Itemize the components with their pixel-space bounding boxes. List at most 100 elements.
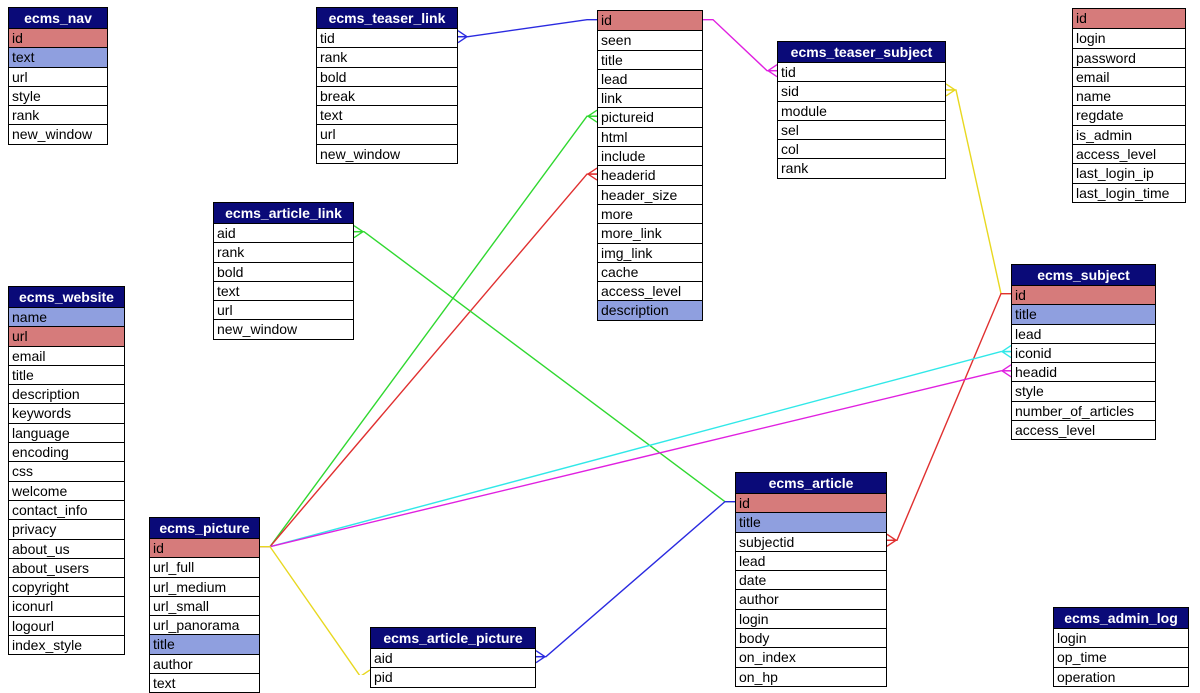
field-row[interactable]: body [736, 628, 886, 647]
field-row[interactable]: aid [371, 648, 535, 667]
field-row[interactable]: last_login_ip [1073, 163, 1185, 182]
field-row[interactable]: lead [736, 550, 886, 570]
field-row[interactable]: id [736, 493, 886, 513]
field-row[interactable]: url_medium [150, 576, 259, 596]
field-row[interactable]: text [214, 280, 353, 300]
field-row[interactable]: link [598, 88, 702, 107]
field-row[interactable]: index_style [9, 635, 124, 654]
field-row[interactable]: title [736, 512, 886, 532]
field-row[interactable]: pictureid [598, 107, 702, 126]
field-row[interactable]: operation [1054, 666, 1188, 686]
field-row[interactable]: author [150, 653, 259, 673]
field-row[interactable]: name [1073, 86, 1185, 105]
field-row[interactable]: sel [778, 119, 945, 139]
field-row[interactable]: more_link [598, 223, 702, 242]
field-row[interactable]: bold [317, 66, 457, 86]
field-row[interactable]: html [598, 126, 702, 146]
field-row[interactable]: url [9, 66, 107, 86]
field-row[interactable]: login [1054, 628, 1188, 647]
field-row[interactable]: url [317, 124, 457, 143]
field-row[interactable]: email [1073, 66, 1185, 86]
field-row[interactable]: privacy [9, 519, 124, 538]
field-row[interactable]: on_hp [736, 666, 886, 686]
field-row[interactable]: tid [778, 62, 945, 81]
field-row[interactable]: number_of_articles [1012, 400, 1155, 420]
field-row[interactable]: text [9, 47, 107, 67]
field-row[interactable]: img_link [598, 242, 702, 262]
field-row[interactable]: password [1073, 47, 1185, 67]
field-row[interactable]: text [317, 105, 457, 124]
field-row[interactable]: encoding [9, 442, 124, 461]
field-row[interactable]: title [150, 634, 259, 654]
field-row[interactable]: id [598, 11, 702, 31]
field-row[interactable]: access_level [1012, 420, 1155, 439]
field-row[interactable]: welcome [9, 480, 124, 500]
field-row[interactable]: id [1012, 285, 1155, 305]
field-row[interactable]: more [598, 203, 702, 223]
field-row[interactable]: url_full [150, 557, 259, 576]
field-row[interactable]: about_us [9, 538, 124, 558]
field-row[interactable]: header_size [598, 184, 702, 204]
field-row[interactable]: is_admin [1073, 124, 1185, 144]
field-row[interactable]: access_level [1073, 144, 1185, 163]
field-row[interactable]: new_window [9, 124, 107, 143]
field-row[interactable]: rank [9, 105, 107, 124]
field-row[interactable]: style [1012, 381, 1155, 400]
field-row[interactable]: keywords [9, 403, 124, 422]
field-row[interactable]: description [9, 384, 124, 403]
field-row[interactable]: regdate [1073, 105, 1185, 124]
field-row[interactable]: email [9, 345, 124, 365]
field-row[interactable]: contact_info [9, 499, 124, 519]
field-row[interactable]: break [317, 85, 457, 105]
field-row[interactable]: cache [598, 261, 702, 281]
field-row[interactable]: col [778, 139, 945, 158]
field-row[interactable]: headid [1012, 362, 1155, 381]
field-row[interactable]: title [9, 364, 124, 384]
field-row[interactable]: url_panorama [150, 615, 259, 634]
field-row[interactable]: pid [371, 667, 535, 686]
field-row[interactable]: id [9, 28, 107, 48]
field-row[interactable]: login [736, 608, 886, 628]
field-row[interactable]: id [150, 538, 259, 558]
field-row[interactable]: description [598, 300, 702, 320]
field-row[interactable]: sid [778, 81, 945, 100]
field-row[interactable]: rank [317, 47, 457, 66]
field-row[interactable]: include [598, 146, 702, 165]
field-row[interactable]: id [1073, 9, 1185, 29]
field-row[interactable]: access_level [598, 281, 702, 300]
field-row[interactable]: subjectid [736, 531, 886, 551]
field-row[interactable]: about_users [9, 557, 124, 577]
field-row[interactable]: css [9, 461, 124, 480]
field-row[interactable]: url_small [150, 595, 259, 615]
field-row[interactable]: logourl [9, 615, 124, 635]
field-row[interactable]: headerid [598, 165, 702, 184]
field-row[interactable]: new_window [317, 143, 457, 163]
field-row[interactable]: language [9, 422, 124, 442]
field-row[interactable]: iconid [1012, 342, 1155, 362]
field-row[interactable]: new_window [214, 319, 353, 338]
field-row[interactable]: seen [598, 30, 702, 49]
field-row[interactable]: rank [214, 242, 353, 261]
field-row[interactable]: lead [598, 68, 702, 88]
field-row[interactable]: tid [317, 28, 457, 47]
field-row[interactable]: name [9, 307, 124, 327]
field-row[interactable]: rank [778, 158, 945, 177]
field-row[interactable]: title [598, 49, 702, 69]
field-row[interactable]: op_time [1054, 647, 1188, 666]
field-row[interactable]: lead [1012, 323, 1155, 343]
field-row[interactable]: iconurl [9, 596, 124, 615]
field-row[interactable]: url [214, 300, 353, 319]
field-row[interactable]: aid [214, 223, 353, 242]
